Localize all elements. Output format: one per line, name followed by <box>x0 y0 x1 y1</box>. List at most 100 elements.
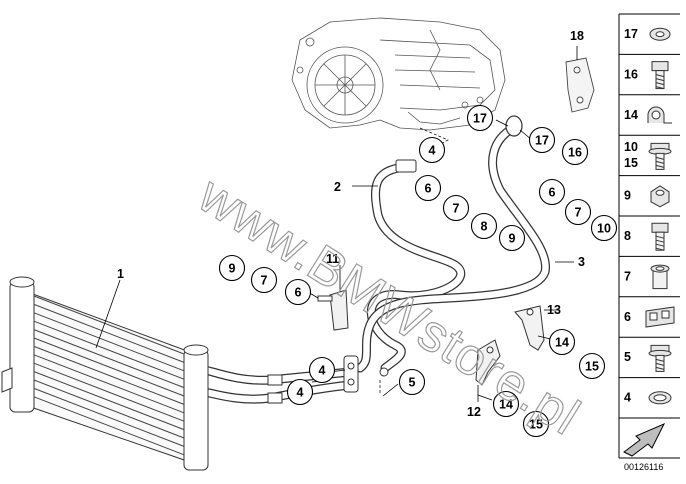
flange-bolt-icon <box>648 344 672 372</box>
legend-row: 7 <box>619 255 680 290</box>
callout-circle <box>538 178 566 206</box>
callout-c7b: 7 <box>564 198 592 226</box>
callout-number: 5 <box>409 376 416 390</box>
cooler-fin <box>33 345 185 405</box>
cooler-fin <box>33 362 185 422</box>
callout-circle <box>498 224 526 252</box>
callout-c17b: 17 <box>528 126 556 154</box>
callout-number: 14 <box>555 336 569 350</box>
cooler-fin <box>33 320 185 380</box>
legend-row: 5 <box>619 336 680 372</box>
label-2: 2 <box>334 180 341 194</box>
callout-circle <box>414 174 442 202</box>
callout-circle <box>284 278 312 306</box>
callout-number: 16 <box>568 146 582 160</box>
callout-c16: 16 <box>561 138 589 166</box>
legend-row: 17 <box>619 13 680 41</box>
callout-c4b: 4 <box>308 356 336 384</box>
callout-circle <box>564 198 592 226</box>
callout-c6c: 6 <box>284 278 312 306</box>
legend-row: 6 <box>619 296 680 328</box>
callout-c17a: 17 <box>466 104 494 132</box>
cooler-fin <box>33 303 185 363</box>
legend-number: 17 <box>624 27 638 41</box>
callout-number: 9 <box>229 262 236 276</box>
callout-number: 14 <box>499 398 513 412</box>
callout-circle <box>548 328 576 356</box>
label-11: 11 <box>326 252 339 266</box>
callout-number: 7 <box>453 202 460 216</box>
callout-circle <box>492 390 520 418</box>
callout-number: 8 <box>481 220 488 234</box>
bracket-12-illustration <box>475 339 501 386</box>
legend-number: 15 <box>624 156 638 170</box>
cooler-fin <box>33 337 185 397</box>
hex-flange-bolt-icon <box>648 142 672 170</box>
callout-c8: 8 <box>470 212 498 240</box>
legend-number: 5 <box>624 350 631 364</box>
callout-c10: 10 <box>590 214 618 242</box>
callout-c7c: 7 <box>250 266 278 294</box>
callout-circle <box>528 126 556 154</box>
legend-number: 14 <box>624 108 638 122</box>
callout-circle <box>466 104 494 132</box>
cooler-fin <box>33 295 185 355</box>
callout-number: 4 <box>319 364 326 378</box>
callout-c9a: 9 <box>498 224 526 252</box>
legend-number: 6 <box>624 310 631 324</box>
callout-number: 7 <box>575 206 582 220</box>
legend-number: 16 <box>624 67 638 81</box>
washer-icon <box>649 27 671 41</box>
label-12: 12 <box>467 405 481 419</box>
cooler-fin <box>33 354 185 414</box>
callout-c4c: 4 <box>286 378 314 406</box>
callout-c7a: 7 <box>442 194 470 222</box>
hose-3 <box>355 115 551 373</box>
cooler-fin <box>33 371 185 431</box>
direction-arrow-icon <box>623 423 666 457</box>
label-3: 3 <box>578 255 585 269</box>
leader-line <box>419 127 449 151</box>
callout-c15b: 15 <box>522 410 550 438</box>
cooler-fin <box>33 387 185 447</box>
callout-number: 10 <box>597 222 611 236</box>
callout-circle <box>561 138 589 166</box>
callout-c5: 5 <box>398 368 426 396</box>
pipe-clamp-icon <box>647 106 672 124</box>
bracket-13-illustration <box>514 305 545 351</box>
callout-c14a: 14 <box>548 328 576 356</box>
legend-number: 4 <box>624 391 631 405</box>
bolt-icon <box>651 61 669 90</box>
callout-number: 7 <box>261 274 268 288</box>
callout-number: 15 <box>585 360 599 374</box>
legend-row: 8 <box>619 215 680 251</box>
callout-c6b: 6 <box>538 178 566 206</box>
bracket-18-illustration <box>565 57 595 113</box>
holder-clip-icon <box>645 306 675 328</box>
hex-bolt-icon <box>651 222 669 251</box>
cooler-fin <box>33 379 185 439</box>
callout-number: 4 <box>297 386 304 400</box>
transmission-illustration <box>291 17 506 131</box>
legend-row: 4 <box>619 377 680 405</box>
sleeve-icon <box>650 264 670 290</box>
cooler-fin <box>33 312 185 372</box>
callout-number: 6 <box>549 186 556 200</box>
hex-nut-icon <box>650 185 670 208</box>
watermark: www.BMWstore.pl <box>188 165 590 446</box>
callout-number: 9 <box>509 232 516 246</box>
callout-c9b: 9 <box>218 254 246 282</box>
callout-c15a: 15 <box>578 352 606 380</box>
callout-circle <box>308 356 336 384</box>
legend-number: 10 <box>624 140 638 154</box>
callout-number: 17 <box>535 134 549 148</box>
callout-c4a: 4 <box>418 136 446 164</box>
callout-number: 15 <box>529 418 543 432</box>
callout-number: 4 <box>429 144 436 158</box>
callout-circle <box>522 410 550 438</box>
